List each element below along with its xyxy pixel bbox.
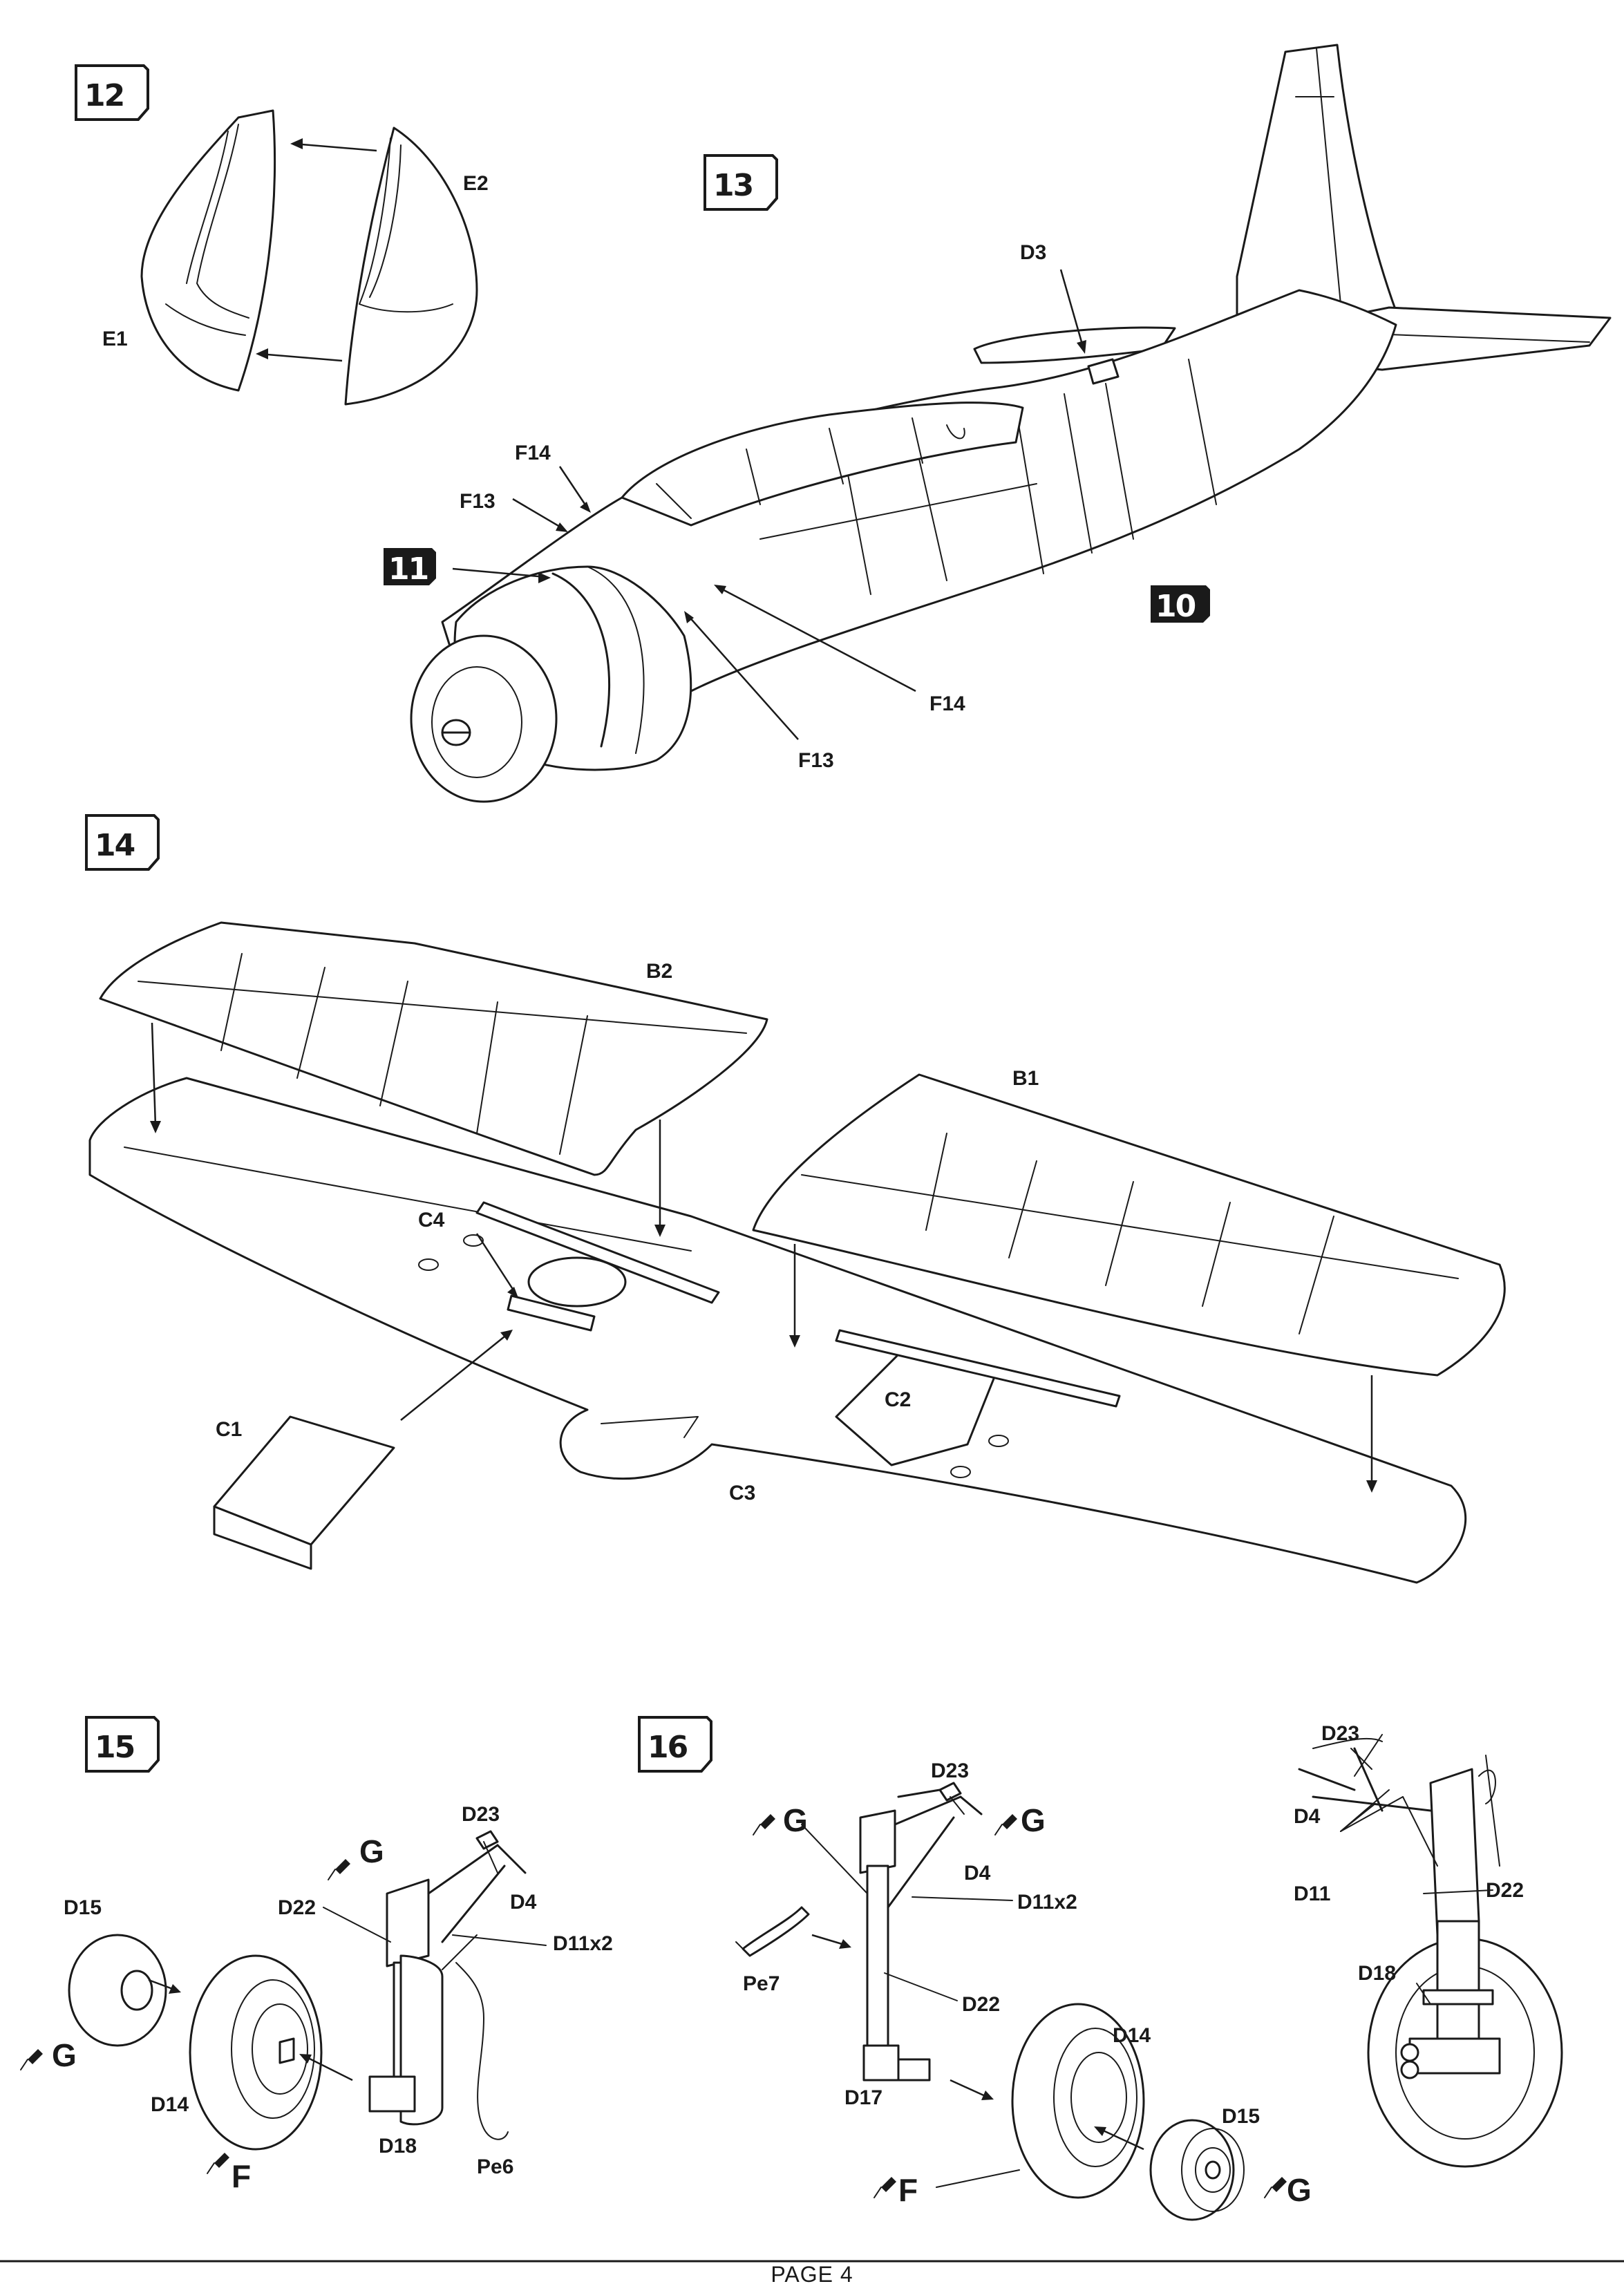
hub-d15: [68, 1934, 167, 2047]
label-16-d23: D23: [931, 1759, 969, 1782]
label-15-d18: D18: [379, 2135, 417, 2158]
label-b1: B1: [1012, 1067, 1039, 1090]
paint-f-label-16: F: [898, 2172, 918, 2208]
label-c4: C4: [418, 1209, 445, 1231]
label-c1: C1: [216, 1418, 242, 1441]
label-detail-d11: D11: [1294, 1882, 1330, 1905]
paint-g-label-16c: G: [1287, 2172, 1312, 2208]
paint-g-label-16a: G: [783, 1802, 808, 1838]
paint-g-label-15b: G: [52, 2037, 77, 2073]
wing-lower-c3: [88, 1077, 1467, 1584]
step-13-badge: 13: [704, 154, 778, 211]
label-e1: E1: [102, 328, 128, 350]
label-f13-bottom: F13: [798, 749, 834, 772]
label-15-d14: D14: [151, 2093, 189, 2116]
step-13-number: 13: [713, 168, 753, 203]
label-e2: E2: [463, 172, 489, 195]
label-detail-d23: D23: [1321, 1722, 1359, 1745]
paint-brush-g-16b: G: [994, 1802, 1046, 1838]
label-16-pe7: Pe7: [743, 1972, 780, 1995]
step-12-badge: 12: [75, 64, 149, 121]
label-16-d4: D4: [964, 1862, 991, 1885]
label-b2: B2: [646, 960, 672, 983]
paint-brush-g-15b: G: [20, 2037, 77, 2073]
strut-assembly-16: [859, 1782, 983, 2082]
fuselage: [410, 44, 1612, 803]
label-detail-d22: D22: [1486, 1879, 1524, 1902]
label-c2: C2: [885, 1388, 911, 1411]
tire-d14: [189, 1954, 323, 2151]
step-12-arrows: [256, 138, 377, 362]
paint-brush-g-16a: G: [753, 1802, 808, 1838]
step-16-number: 16: [648, 1730, 688, 1765]
label-f13-top: F13: [460, 490, 495, 513]
label-detail-d18: D18: [1358, 1962, 1396, 1985]
step-14-number: 14: [95, 828, 135, 863]
strut-assembly-15: [368, 1830, 527, 2140]
paint-g-label-16b: G: [1021, 1802, 1046, 1838]
label-15-pe6: Pe6: [477, 2155, 513, 2178]
label-15-d22: D22: [278, 1896, 316, 1919]
cowl-part-e1: [140, 109, 276, 392]
spar-c2: [835, 1329, 1121, 1466]
label-16-d14: D14: [1113, 2024, 1151, 2047]
label-15-d23: D23: [462, 1803, 500, 1826]
label-f14-top: F14: [515, 442, 551, 464]
step-16-badge: 16: [638, 1716, 712, 1773]
paint-brush-g-15a: G: [328, 1833, 384, 1880]
step-14-arrows: [150, 1022, 1377, 1493]
label-15-d4: D4: [510, 1891, 537, 1914]
tire-d14-16: [1011, 2003, 1145, 2199]
label-16-d22: D22: [962, 1993, 1000, 2016]
paint-brush-g-16c: G: [1264, 2172, 1312, 2208]
label-d3: D3: [1020, 241, 1046, 264]
label-f14-bottom: F14: [929, 692, 965, 715]
paint-brush-f-16: F: [874, 2172, 918, 2208]
ref-step-10-badge: 10: [1151, 585, 1210, 624]
spar-c4: [475, 1201, 720, 1332]
part-pe7: [735, 1906, 810, 1957]
paint-g-label-15a: G: [359, 1833, 384, 1869]
label-15-d11: D11x2: [553, 1932, 613, 1955]
part-d3: [1087, 358, 1120, 385]
paint-brush-f-15: F: [207, 2153, 251, 2194]
label-16-d15: D15: [1222, 2105, 1260, 2128]
cowl-part-e2: [344, 126, 478, 406]
step-13-arrows: [452, 269, 1086, 740]
page-number: PAGE 4: [771, 2262, 853, 2284]
label-c3: C3: [729, 1482, 755, 1504]
landing-gear-detail: [1298, 1734, 1563, 2168]
label-16-d17: D17: [844, 2086, 882, 2109]
ref-10-number: 10: [1155, 589, 1196, 624]
step-15-number: 15: [95, 1730, 134, 1765]
spar-c1: [213, 1415, 395, 1570]
ref-11-number: 11: [388, 551, 428, 587]
paint-f-label-15: F: [232, 2158, 251, 2194]
wing-upper-right-b1: [752, 1073, 1506, 1377]
ref-step-11-badge: 11: [384, 548, 436, 587]
label-15-d15: D15: [64, 1896, 102, 1919]
wing-upper-left-b2: [99, 921, 768, 1176]
label-16-d11: D11x2: [1017, 1891, 1077, 1914]
step-15-badge: 15: [85, 1716, 160, 1773]
step-14-badge: 14: [85, 814, 160, 871]
step-12-number: 12: [84, 78, 124, 113]
step-15-arrows: [148, 1841, 547, 2082]
step-16-arrows: [801, 1796, 1144, 2188]
label-detail-d4: D4: [1294, 1805, 1321, 1828]
hub-d15-16: [1149, 2119, 1245, 2221]
